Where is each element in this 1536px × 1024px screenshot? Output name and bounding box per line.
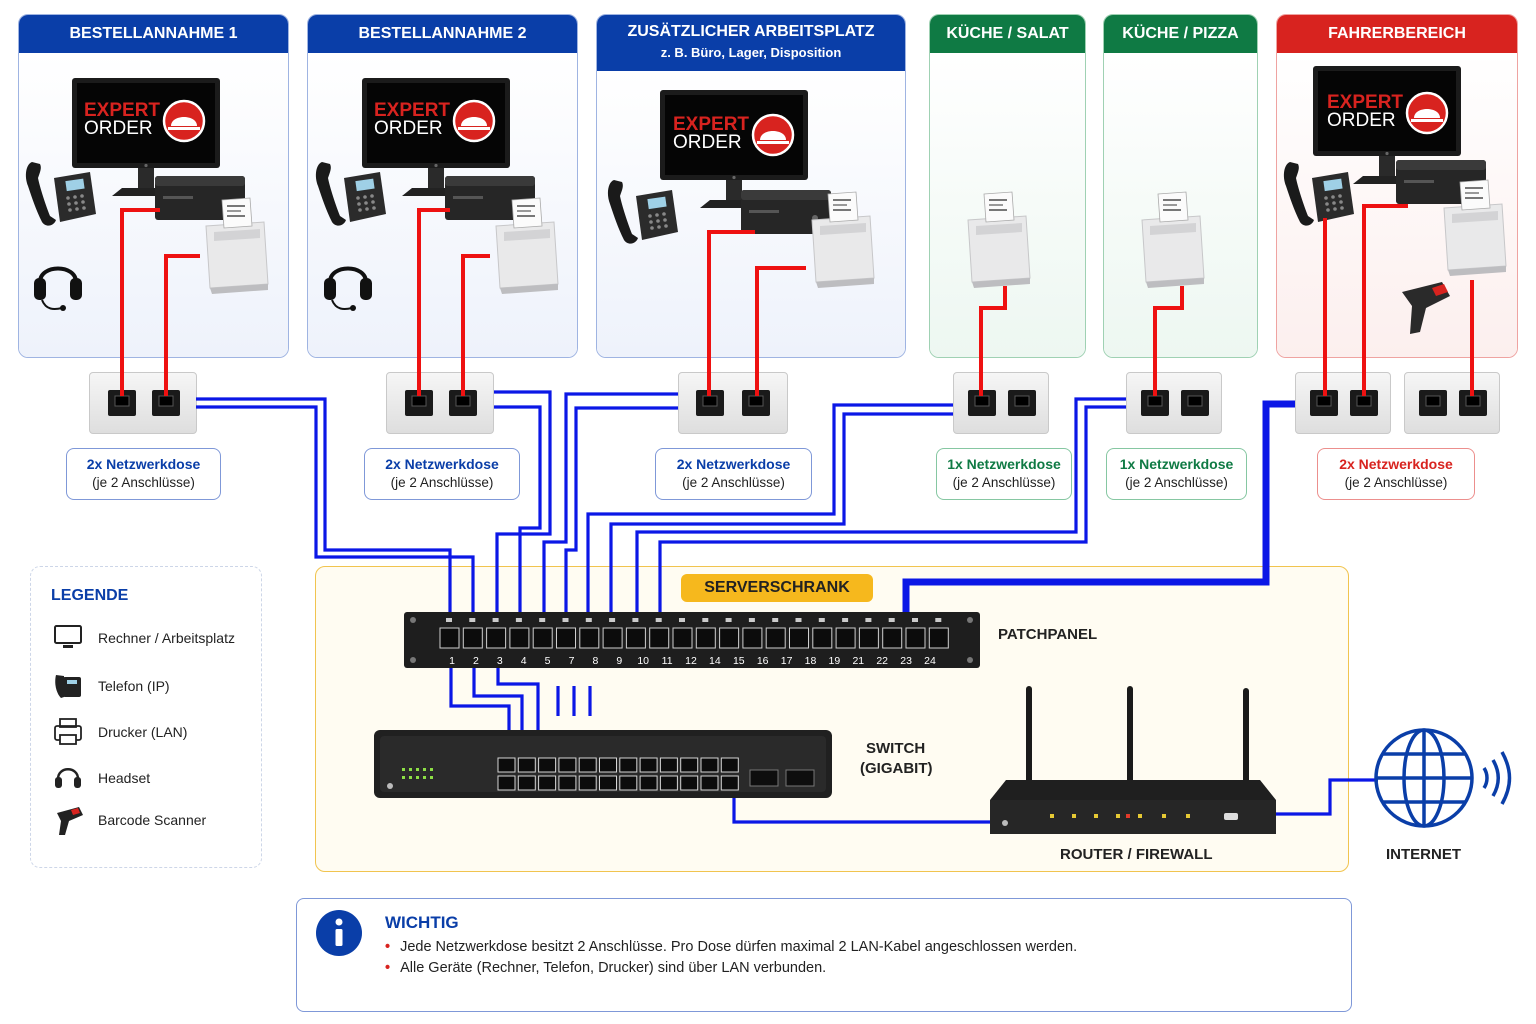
outlet-badge-1: 2x Netzwerkdose(je 2 Anschlüsse) — [66, 448, 221, 500]
server-cabinet — [315, 566, 1349, 872]
info-title: WICHTIG — [385, 913, 459, 932]
wall-outlet-1 — [89, 372, 197, 434]
zone-title: FAHRERBEREICH — [1277, 15, 1517, 53]
globe-icon — [1374, 728, 1512, 828]
zone-title: BESTELLANNAHME 1 — [19, 15, 288, 53]
outlet-badge-2: 2x Netzwerkdose(je 2 Anschlüsse) — [364, 448, 520, 500]
printer-icon — [54, 718, 82, 745]
info-bullet: •Alle Geräte (Rechner, Telefon, Drucker)… — [385, 960, 827, 976]
wall-outlet-5 — [1126, 372, 1222, 434]
headset-icon — [55, 768, 81, 788]
zone-bestellannahme-1: BESTELLANNAHME 1 — [18, 14, 289, 358]
router-label: ROUTER / FIREWALL — [1060, 846, 1213, 863]
zone-zusaetzlicher-arbeitsplatz: ZUSÄTZLICHER ARBEITSPLATZ z. B. Büro, La… — [596, 14, 906, 358]
zone-kueche-pizza: KÜCHE / PIZZA — [1103, 14, 1258, 358]
phone-icon — [55, 675, 81, 698]
barcode-scanner-icon — [57, 807, 83, 835]
zone-title: KÜCHE / SALAT — [930, 15, 1085, 53]
server-cabinet-title: SERVERSCHRANK — [681, 574, 873, 602]
info-box: WICHTIG •Jede Netzwerkdose besitzt 2 Ans… — [296, 898, 1352, 1012]
zone-kueche-salat: KÜCHE / SALAT — [929, 14, 1086, 358]
info-icon — [316, 910, 362, 956]
wall-outlet-3 — [678, 372, 788, 434]
wall-outlet-2 — [386, 372, 494, 434]
zone-title: ZUSÄTZLICHER ARBEITSPLATZ — [627, 23, 875, 40]
outlet-badge-5: 1x Netzwerkdose(je 2 Anschlüsse) — [1106, 448, 1247, 500]
zone-title: BESTELLANNAHME 2 — [308, 15, 577, 53]
legend: LEGENDE Rechner / Arbeitsplatz Telefon (… — [30, 566, 262, 868]
info-bullet: •Jede Netzwerkdose besitzt 2 Anschlüsse.… — [385, 939, 1078, 955]
outlet-badge-3: 2x Netzwerkdose(je 2 Anschlüsse) — [655, 448, 812, 500]
wall-outlet-4 — [953, 372, 1049, 434]
patchpanel-label: PATCHPANEL — [998, 626, 1098, 643]
outlet-badge-4: 1x Netzwerkdose(je 2 Anschlüsse) — [936, 448, 1072, 500]
switch-label: SWITCH — [866, 740, 926, 757]
zone-fahrerbereich: FAHRERBEREICH — [1276, 14, 1518, 358]
internet-label: INTERNET — [1386, 846, 1461, 863]
zone-subtitle: z. B. Büro, Lager, Disposition — [660, 45, 842, 60]
switch-label-sub: (GIGABIT) — [860, 760, 933, 777]
legend-title: LEGENDE — [51, 587, 129, 604]
wall-outlet-6a — [1295, 372, 1391, 434]
zone-bestellannahme-2: BESTELLANNAHME 2 — [307, 14, 578, 358]
wall-outlet-6b — [1404, 372, 1500, 434]
monitor-icon — [54, 625, 82, 648]
outlet-badge-6: 2x Netzwerkdose(je 2 Anschlüsse) — [1317, 448, 1475, 500]
zone-title: KÜCHE / PIZZA — [1104, 15, 1257, 53]
